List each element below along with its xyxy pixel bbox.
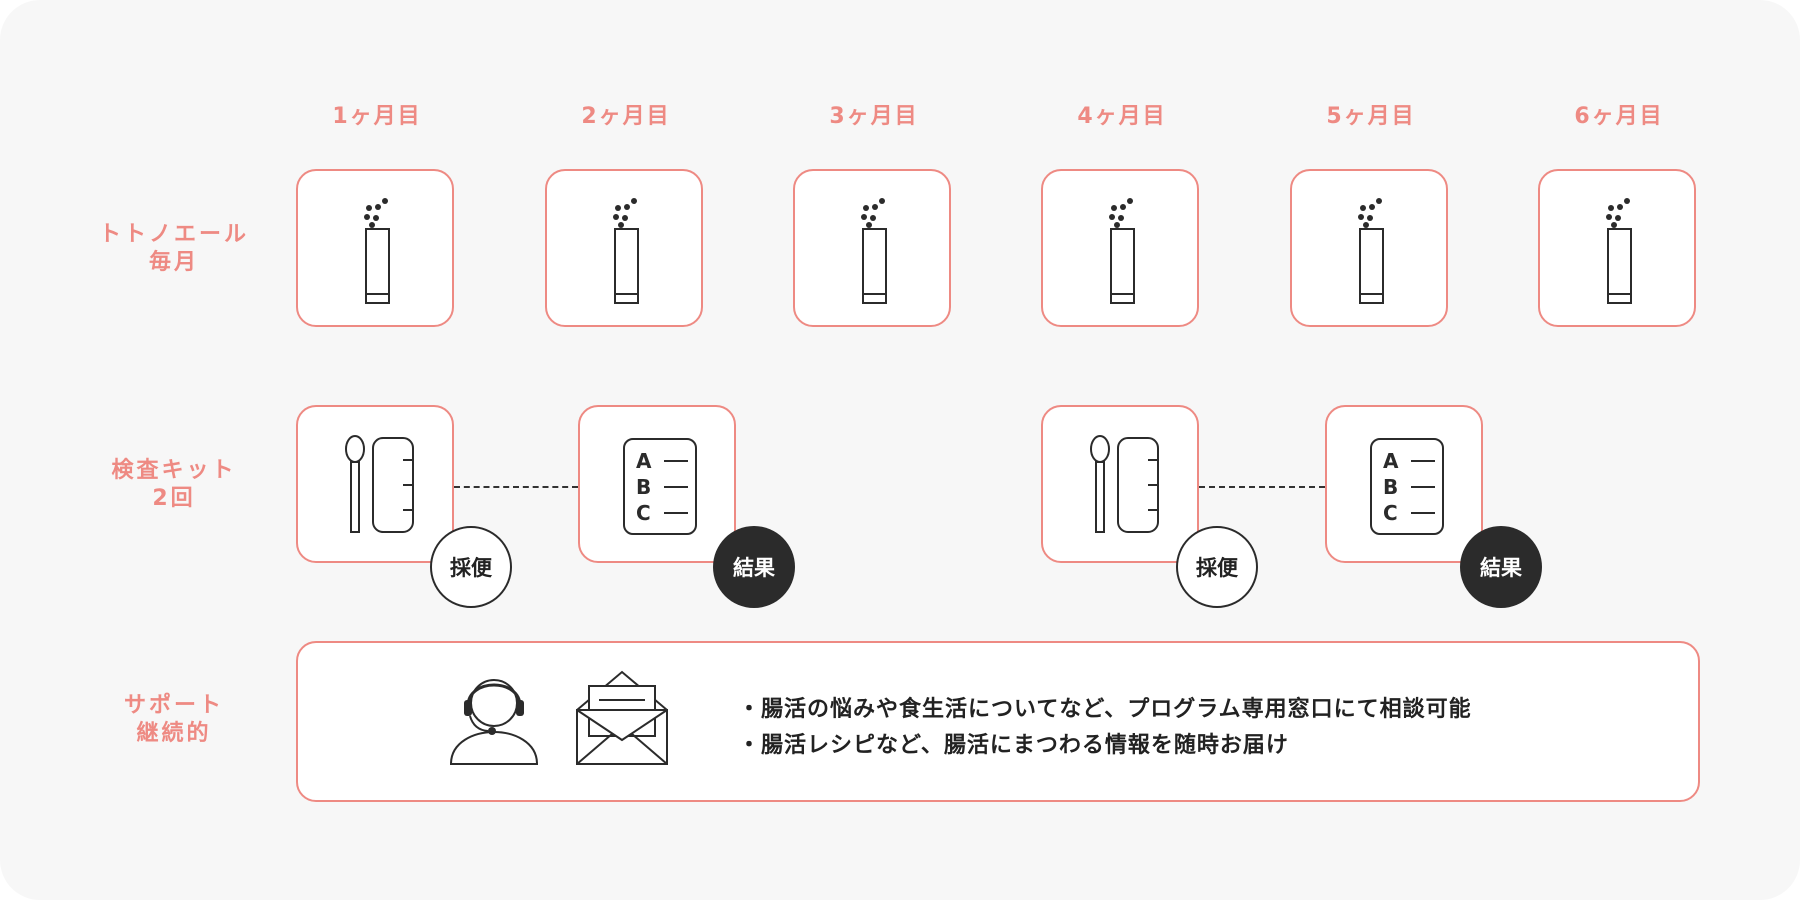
sampling-badge-1: 採便 bbox=[430, 526, 512, 608]
svg-text:A: A bbox=[1383, 449, 1399, 473]
stick-pack-icon bbox=[1606, 198, 1632, 304]
month-3-label: 3ヶ月目 bbox=[829, 104, 919, 129]
row-label-support-line1: サポート bbox=[123, 693, 224, 718]
month-4-label: 4ヶ月目 bbox=[1077, 104, 1167, 129]
envelope-letter-icon bbox=[576, 670, 668, 765]
result-badge-2: 結果 bbox=[1460, 526, 1542, 608]
row-label-supplement: トトノエール 毎月 bbox=[90, 221, 258, 277]
row-label-support: サポート 継続的 bbox=[90, 692, 258, 748]
svg-text:C: C bbox=[636, 501, 651, 525]
stool-sampling-kit-icon bbox=[345, 435, 414, 533]
svg-text:A: A bbox=[636, 449, 652, 473]
supplement-card-month-6 bbox=[1538, 169, 1696, 327]
connector-line-2 bbox=[1199, 486, 1325, 488]
month-5-label: 5ヶ月目 bbox=[1326, 104, 1416, 129]
result-card-1: A B C bbox=[578, 405, 736, 563]
sampling-card-1 bbox=[296, 405, 454, 563]
stick-pack-icon bbox=[1109, 198, 1135, 304]
supplement-card-month-1 bbox=[296, 169, 454, 327]
sampling-card-2 bbox=[1041, 405, 1199, 563]
stool-sampling-kit-icon bbox=[1090, 435, 1159, 533]
month-2-label: 2ヶ月目 bbox=[581, 104, 671, 129]
stick-pack-icon bbox=[861, 198, 887, 304]
supplement-card-month-3 bbox=[793, 169, 951, 327]
stick-pack-icon bbox=[1358, 198, 1384, 304]
supplement-card-month-5 bbox=[1290, 169, 1448, 327]
svg-text:C: C bbox=[1383, 501, 1398, 525]
row-label-support-line2: 継続的 bbox=[136, 721, 212, 746]
abc-result-sheet-icon: A B C bbox=[623, 438, 697, 535]
row-label-supplement-line2: 毎月 bbox=[148, 250, 199, 275]
abc-result-sheet-icon: A B C bbox=[1370, 438, 1444, 535]
support-bullet-consultation: ・腸活の悩みや食生活についてなど、プログラム専用窓口にて相談可能 bbox=[738, 697, 1472, 722]
support-bullet-information: ・腸活レシピなど、腸活にまつわる情報を随時お届け bbox=[738, 733, 1289, 758]
result-badge-1: 結果 bbox=[713, 526, 795, 608]
supplement-card-month-4 bbox=[1041, 169, 1199, 327]
support-box bbox=[296, 641, 1700, 802]
row-label-test-kit: 検査キット 2回 bbox=[90, 457, 258, 513]
month-1-label: 1ヶ月目 bbox=[332, 104, 422, 129]
headset-operator-icon bbox=[449, 679, 539, 765]
svg-text:B: B bbox=[636, 475, 651, 499]
stick-pack-icon bbox=[364, 198, 390, 304]
month-6-label: 6ヶ月目 bbox=[1574, 104, 1664, 129]
stick-pack-icon bbox=[613, 198, 639, 304]
result-card-2: A B C bbox=[1325, 405, 1483, 563]
row-label-test-kit-line2: 2回 bbox=[152, 486, 196, 511]
sampling-badge-2: 採便 bbox=[1176, 526, 1258, 608]
supplement-card-month-2 bbox=[545, 169, 703, 327]
row-label-supplement-line1: トトノエール bbox=[98, 222, 249, 247]
connector-line-1 bbox=[454, 486, 578, 488]
svg-text:B: B bbox=[1383, 475, 1398, 499]
row-label-test-kit-line1: 検査キット bbox=[111, 458, 237, 483]
